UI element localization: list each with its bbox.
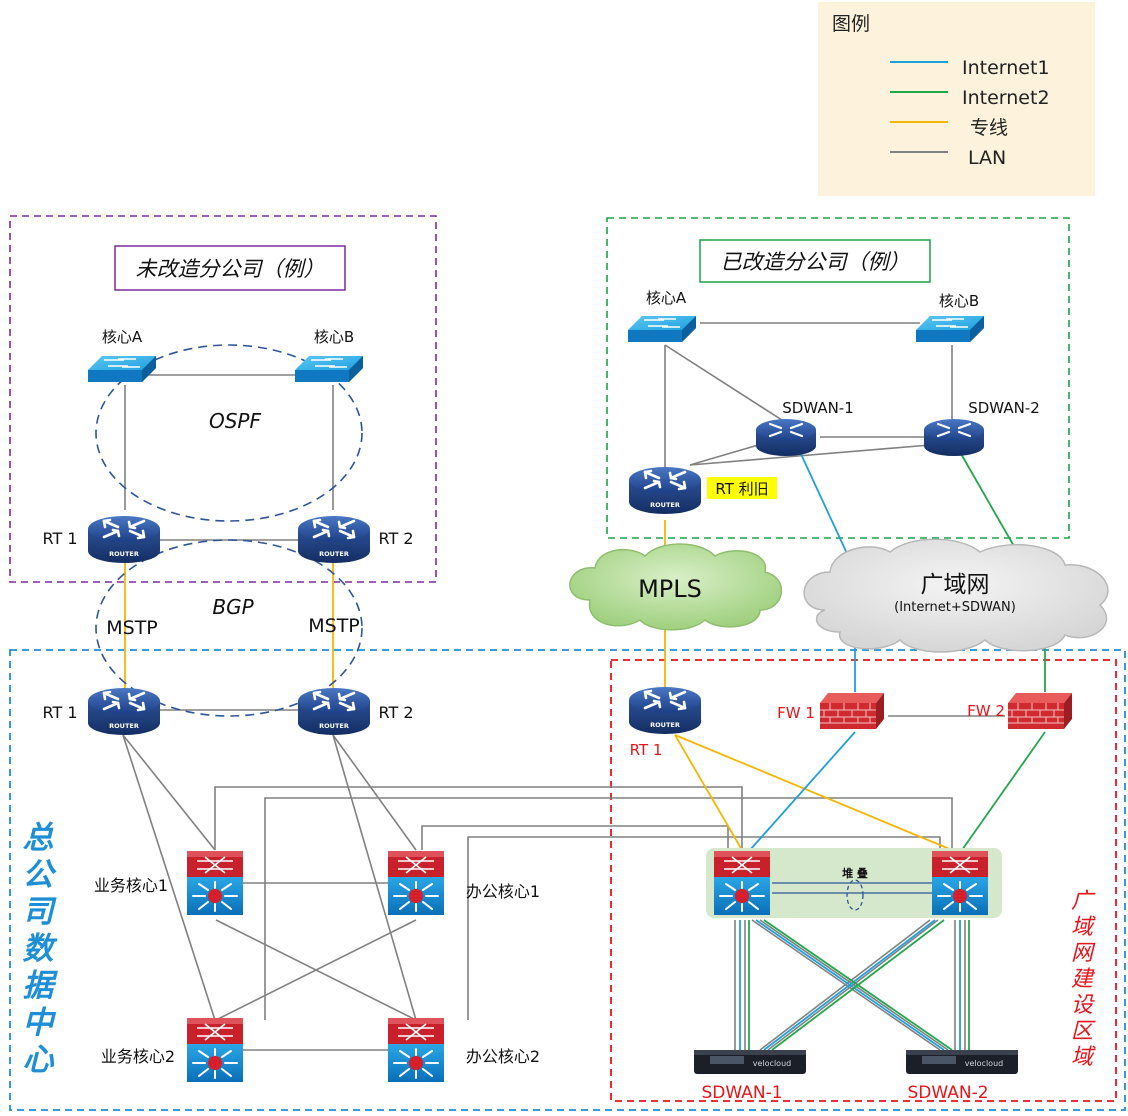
wan-area-region xyxy=(610,659,1117,1102)
wan-cloud: 广域网 (Internet+SDWAN) xyxy=(803,538,1109,653)
dc-core1-switch-icon xyxy=(713,850,771,916)
hq-region xyxy=(9,649,1126,1111)
new-rt-reuse-router-icon xyxy=(627,465,703,516)
old-core-b-switch-icon xyxy=(294,355,364,383)
svg-text:velocloud: velocloud xyxy=(965,1059,1003,1068)
new-core-a-switch-icon xyxy=(627,315,697,343)
hq-rt1-router-icon xyxy=(86,686,162,737)
svg-text:velocloud: velocloud xyxy=(753,1059,791,1068)
mpls-cloud: MPLS xyxy=(569,543,782,631)
hq-rt2-router-icon xyxy=(296,686,372,737)
legend-label: Internet1 xyxy=(962,57,1050,79)
biz-core2-label: 业务核心2 xyxy=(101,1047,175,1066)
internet2-links xyxy=(748,451,1046,1051)
fw2-label: FW 2 xyxy=(967,702,1005,720)
biz-core2-switch-icon xyxy=(186,1017,244,1083)
new-sdwan2-router-icon xyxy=(922,417,986,458)
wan-rt1-label: RT 1 xyxy=(630,741,663,759)
old-core-a-switch-icon xyxy=(87,355,157,383)
hq-rt2-label: RT 2 xyxy=(379,703,414,722)
internet1-links xyxy=(739,451,961,1051)
new-sdwan1-label: SDWAN-1 xyxy=(782,399,854,417)
office-core2-label: 办公核心2 xyxy=(466,1047,540,1066)
biz-core1-switch-icon xyxy=(186,850,244,916)
new-branch-region xyxy=(606,217,1070,539)
new-core-b-switch-icon xyxy=(915,315,985,343)
fw1-label: FW 1 xyxy=(777,704,815,722)
office-core1-switch-icon xyxy=(387,850,445,916)
legend-label: LAN xyxy=(968,147,1006,169)
fw2-firewall-icon xyxy=(1007,692,1073,730)
office-core2-switch-icon xyxy=(387,1017,445,1083)
old-rt2-router-icon xyxy=(296,514,372,565)
mstp-left-label: MSTP xyxy=(106,617,158,639)
old-core-a-label: 核心A xyxy=(102,328,143,346)
legend-label: Internet2 xyxy=(962,87,1050,109)
wan-area-title: 广域网建设区域 xyxy=(1071,889,1096,1070)
legend-label: 专线 xyxy=(970,117,1008,139)
new-branch-title: 已改造分公司（例） xyxy=(721,250,910,274)
hq-rt1-label: RT 1 xyxy=(43,703,78,722)
new-sdwan1-router-icon xyxy=(754,417,818,458)
stack-links xyxy=(772,882,932,894)
legend-title: 图例 xyxy=(832,13,870,35)
ospf-area xyxy=(95,344,363,522)
new-rt-reuse-label: RT 利旧 xyxy=(715,480,768,498)
wan-label: 广域网 xyxy=(921,572,990,598)
wan-sub-label: (Internet+SDWAN) xyxy=(894,600,1016,615)
old-rt1-router-icon xyxy=(86,514,162,565)
dc-sdwan2-appliance-icon: velocloud xyxy=(906,1050,1018,1074)
old-rt2-label: RT 2 xyxy=(379,529,414,548)
new-sdwan2-label: SDWAN-2 xyxy=(968,399,1040,417)
stack-label: 堆 叠 xyxy=(842,866,868,880)
new-branch-title-box xyxy=(699,239,931,283)
mstp-right-label: MSTP xyxy=(308,615,360,637)
mpls-label: MPLS xyxy=(638,575,702,603)
rt-reuse-highlight xyxy=(707,477,777,499)
biz-core1-label: 业务核心1 xyxy=(94,876,168,895)
old-rt1-label: RT 1 xyxy=(43,529,78,548)
dc-sdwan1-label: SDWAN-1 xyxy=(701,1083,782,1103)
new-core-b-label: 核心B xyxy=(939,292,979,310)
old-branch-title: 未改造分公司（例） xyxy=(136,257,325,281)
lan-links xyxy=(122,322,1005,1051)
old-branch-title-box xyxy=(114,245,346,291)
dc-sdwan2-label: SDWAN-2 xyxy=(907,1083,988,1103)
dc-core2-switch-icon xyxy=(931,850,989,916)
bgp-label: BGP xyxy=(212,595,254,619)
old-core-b-label: 核心B xyxy=(314,328,354,346)
stack-ring xyxy=(846,879,864,911)
leased-line-links xyxy=(124,520,953,851)
dc-sdwan1-appliance-icon: velocloud xyxy=(694,1050,806,1074)
fw1-firewall-icon xyxy=(819,692,885,730)
legend-box xyxy=(818,2,1095,196)
new-core-a-label: 核心A xyxy=(646,289,687,307)
hq-title: 总公司数据中心 xyxy=(23,820,59,1078)
bgp-area xyxy=(95,539,363,717)
ospf-label: OSPF xyxy=(209,409,261,433)
wan-rt1-router-icon xyxy=(627,685,703,736)
office-core1-label: 办公核心1 xyxy=(466,882,540,901)
